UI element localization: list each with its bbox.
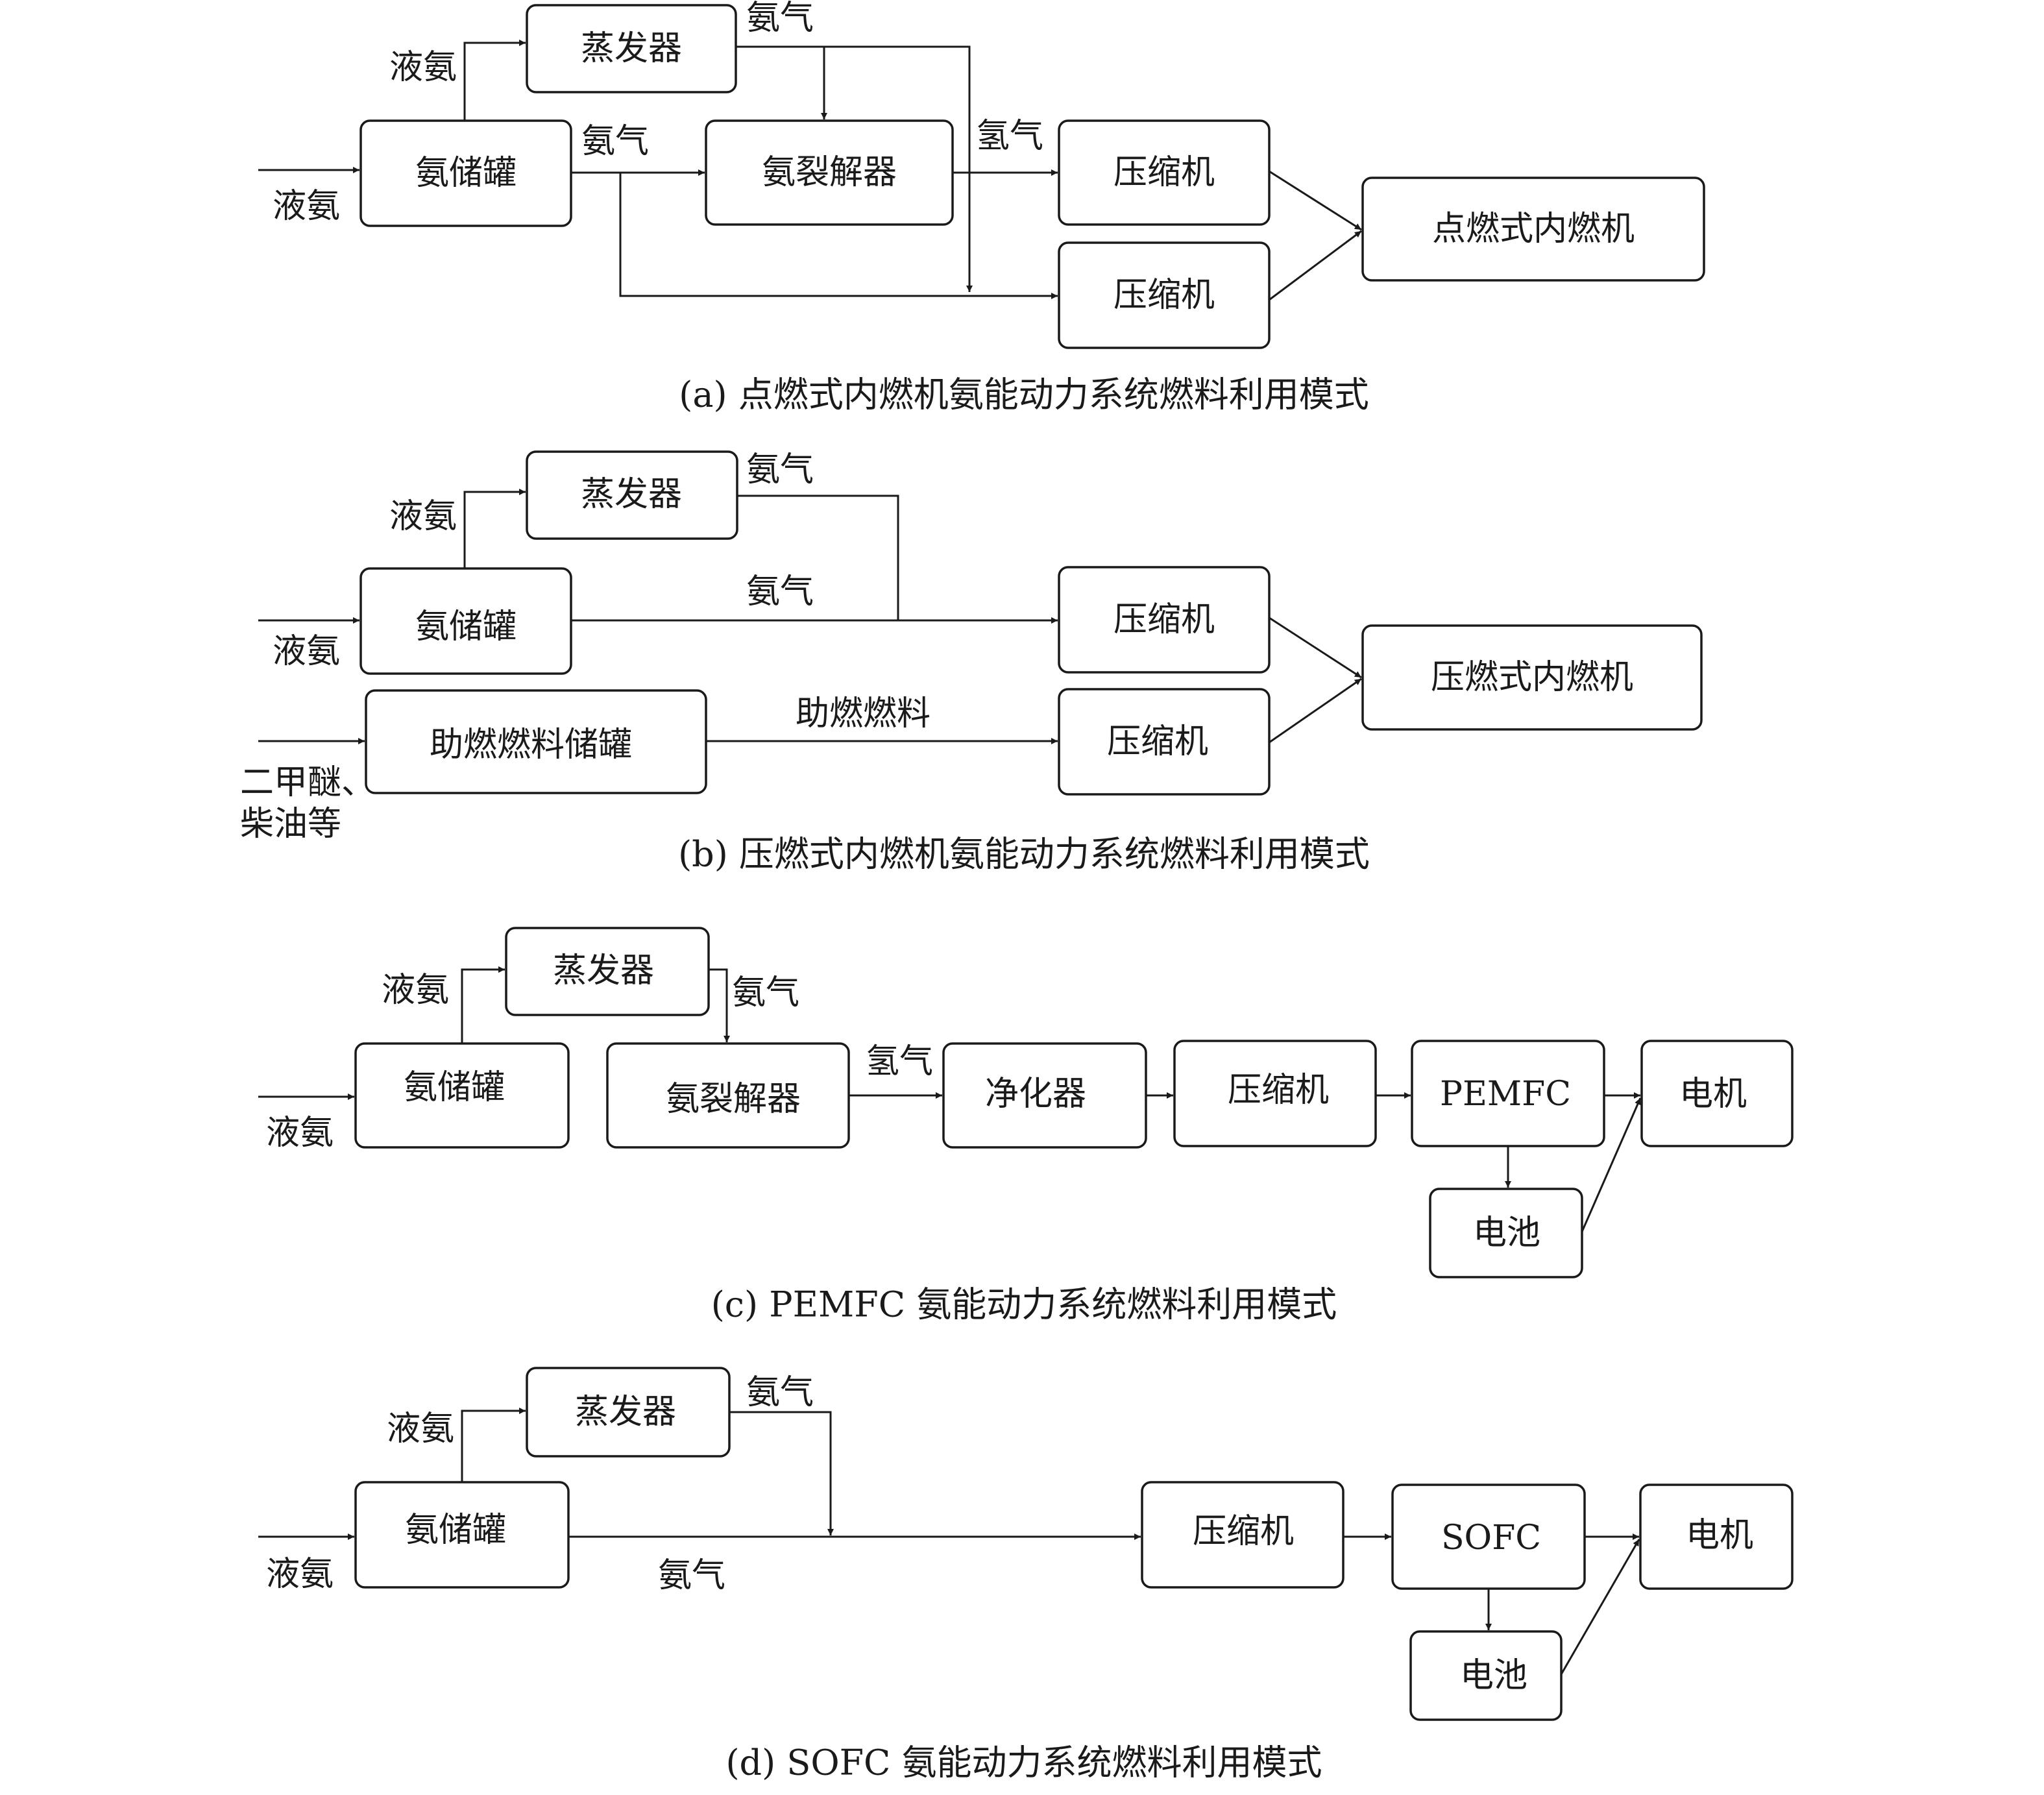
b-compressor-top-to-engine xyxy=(1269,617,1362,679)
b-compressor-top-label: 压缩机 xyxy=(1113,600,1215,639)
c-battery-box xyxy=(1429,1188,1583,1278)
d-tank-to-evaporator xyxy=(461,1408,526,1482)
b-aux-fuel-label: 助燃燃料 xyxy=(796,694,931,733)
c-motor-box xyxy=(1640,1040,1794,1147)
a-compressor-top-to-engine xyxy=(1269,170,1362,231)
c-battery-to-motor xyxy=(1581,1097,1642,1232)
d-evaporator-ammonia-line xyxy=(729,1411,834,1535)
d-battery-box xyxy=(1409,1630,1563,1721)
b-evap-out-label: 氨气 xyxy=(746,450,814,489)
d-battery-to-motor xyxy=(1560,1539,1640,1675)
a-tank-to-evap-label: 液氨 xyxy=(389,48,457,87)
c-caption: (c) PEMFC 氨能动力系统燃料利用模式 xyxy=(711,1284,1337,1325)
b-aux-input-label-1: 二甲醚、 xyxy=(240,763,375,802)
a-evap-out-label: 氨气 xyxy=(746,0,814,38)
a-tank-to-bottom-compressor xyxy=(619,173,1058,299)
b-tank-to-evaporator xyxy=(463,489,526,568)
a-input-label: 液氨 xyxy=(273,187,340,226)
c-tank-to-evap-label: 液氨 xyxy=(382,971,449,1010)
panel-a: 蒸发器 氨储罐 氨裂解器 压缩机 压缩机 点燃式内燃机 液氨 液氨 氨气 氨气 … xyxy=(258,0,1705,415)
d-compressor-label: 压缩机 xyxy=(1193,1512,1294,1551)
c-evaporator-box xyxy=(505,927,710,1016)
a-evaporator-label: 蒸发器 xyxy=(581,29,682,68)
a-evaporator-ammonia-line xyxy=(736,45,973,292)
a-compressor-bottom-to-engine xyxy=(1269,230,1362,301)
b-tank-label: 氨储罐 xyxy=(415,607,517,646)
a-evaporator-box xyxy=(526,4,737,93)
c-cracker-label: 氨裂解器 xyxy=(666,1080,801,1119)
a-compressor-top-box xyxy=(1058,119,1271,226)
a-tank-to-evaporator xyxy=(463,40,526,121)
d-evap-out-label: 氨气 xyxy=(746,1373,814,1412)
b-aux-tank-label: 助燃燃料储罐 xyxy=(430,726,632,764)
panel-c: 蒸发器 氨储罐 氨裂解器 净化器 压缩机 PEMFC 电机 电池 液氨 液氨 氨… xyxy=(258,927,1794,1325)
b-compressor-bottom-label: 压缩机 xyxy=(1107,722,1208,761)
c-evaporator-to-cracker xyxy=(709,968,730,1042)
d-tank-label: 氨储罐 xyxy=(405,1511,506,1550)
d-evaporator-label: 蒸发器 xyxy=(575,1393,676,1432)
c-hydrogen-label: 氢气 xyxy=(866,1042,933,1081)
c-input-label: 液氨 xyxy=(266,1114,334,1153)
b-engine-box xyxy=(1361,624,1703,731)
d-fuel-cell-label: SOFC xyxy=(1441,1519,1541,1557)
b-aux-input-label-2: 柴油等 xyxy=(240,805,341,844)
a-tank-label: 氨储罐 xyxy=(415,154,517,193)
d-motor-label: 电机 xyxy=(1686,1516,1753,1555)
panel-d: 蒸发器 氨储罐 压缩机 SOFC 电机 电池 液氨 液氨 氨气 氨气 (d) S… xyxy=(258,1367,1794,1783)
d-compressor-box xyxy=(1141,1481,1344,1589)
b-tank-out-label: 氨气 xyxy=(746,572,814,611)
b-evaporator-ammonia-line xyxy=(737,495,899,620)
b-tank-to-evap-label: 液氨 xyxy=(389,497,457,536)
panel-b: 蒸发器 氨储罐 助燃燃料储罐 压缩机 压缩机 压燃式内燃机 液氨 液氨 氨气 氨… xyxy=(240,450,1703,875)
c-fuel-cell-label: PEMFC xyxy=(1440,1075,1571,1114)
c-evap-out-label: 氨气 xyxy=(732,973,799,1012)
b-compressor-top-box xyxy=(1058,566,1271,674)
b-caption: (b) 压燃式内燃机氨能动力系统燃料利用模式 xyxy=(678,834,1370,875)
d-input-label: 液氨 xyxy=(266,1555,334,1594)
a-compressor-top-label: 压缩机 xyxy=(1113,153,1215,192)
c-battery-label: 电池 xyxy=(1473,1214,1540,1252)
d-battery-label: 电池 xyxy=(1460,1656,1527,1695)
c-tank-label: 氨储罐 xyxy=(404,1068,505,1107)
d-tank-out-label: 氨气 xyxy=(658,1556,725,1595)
a-hydrogen-label: 氢气 xyxy=(976,117,1043,156)
a-compressor-bottom-box xyxy=(1058,241,1271,349)
d-motor-box xyxy=(1639,1484,1794,1590)
b-evaporator-label: 蒸发器 xyxy=(581,475,682,514)
c-evaporator-label: 蒸发器 xyxy=(553,951,654,990)
a-caption: (a) 点燃式内燃机氨能动力系统燃料利用模式 xyxy=(679,374,1369,415)
a-engine-box xyxy=(1361,177,1705,282)
d-tank-to-evap-label: 液氨 xyxy=(387,1410,454,1448)
c-compressor-box xyxy=(1173,1040,1377,1147)
c-motor-label: 电机 xyxy=(1679,1075,1747,1114)
a-cracker-label: 氨裂解器 xyxy=(762,153,897,192)
a-tank-out-label: 氨气 xyxy=(581,122,649,161)
a-compressor-bottom-label: 压缩机 xyxy=(1113,276,1215,315)
d-caption: (d) SOFC 氨能动力系统燃料利用模式 xyxy=(725,1742,1322,1783)
b-input-label: 液氨 xyxy=(273,632,340,671)
c-purifier-label: 净化器 xyxy=(985,1075,1086,1114)
c-tank-to-evaporator xyxy=(461,966,505,1044)
c-compressor-label: 压缩机 xyxy=(1228,1071,1329,1110)
b-engine-label: 压燃式内燃机 xyxy=(1431,658,1633,697)
a-engine-label: 点燃式内燃机 xyxy=(1432,210,1635,249)
b-compressor-bottom-to-engine xyxy=(1269,678,1362,744)
